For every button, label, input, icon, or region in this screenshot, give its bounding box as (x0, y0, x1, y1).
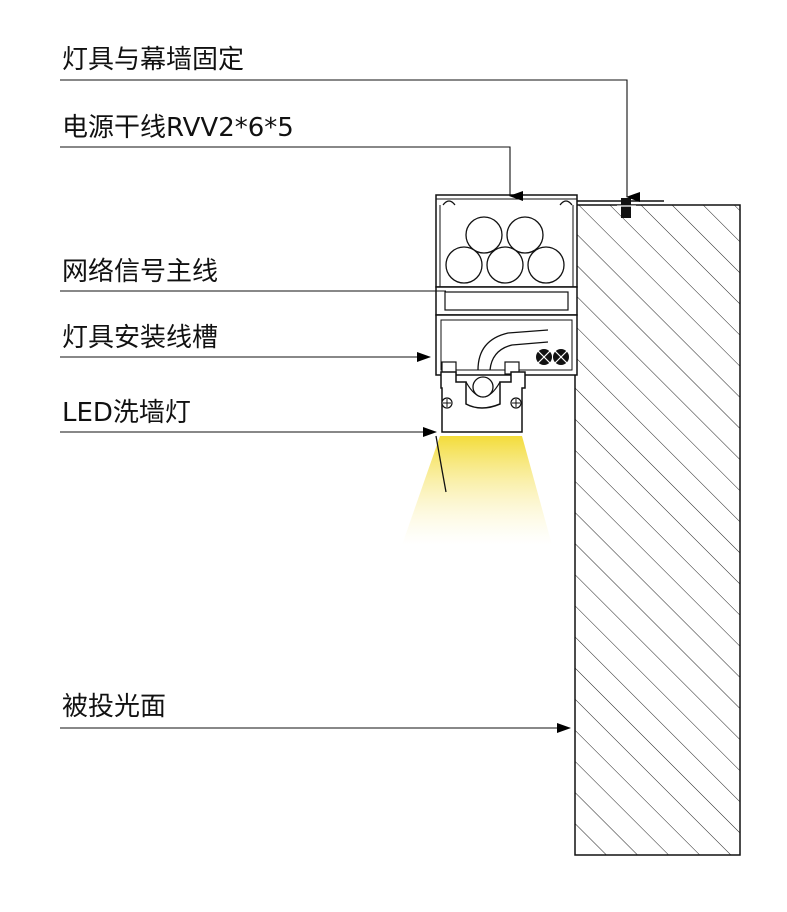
label-network: 网络信号主线 (62, 257, 218, 287)
label-channel: 灯具安装线槽 (62, 323, 218, 353)
wall-surface (574, 204, 741, 856)
power-trunk-channel (435, 194, 578, 288)
label-fixing: 灯具与幕墙固定 (62, 45, 244, 75)
fixing-bracket (568, 198, 664, 218)
led-wall-washer (435, 371, 526, 493)
light-beam (402, 436, 552, 545)
label-led: LED洗墙灯 (62, 398, 191, 428)
cable-4 (486, 246, 524, 284)
leader-fixing (60, 79, 640, 202)
cable-1 (465, 216, 503, 254)
cable-3 (445, 246, 483, 284)
pivot-circle (472, 376, 494, 398)
cable-2 (506, 216, 544, 254)
label-surface: 被投光面 (62, 692, 166, 722)
cable-5 (527, 246, 565, 284)
network-signal-channel (435, 286, 578, 316)
leader-power (60, 146, 523, 201)
label-power: 电源干线RVV2*6*5 (62, 113, 294, 143)
mounting-channel (435, 314, 578, 376)
